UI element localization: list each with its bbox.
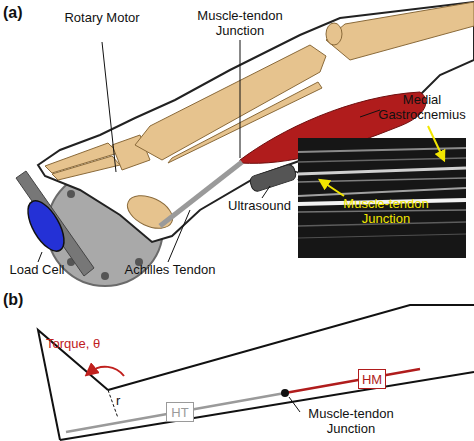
muscle-line bbox=[285, 369, 420, 393]
node-text: Muscle-tendon Junction bbox=[340, 196, 432, 226]
junction-dot bbox=[281, 389, 289, 397]
part-label: Load Cell bbox=[2, 262, 72, 277]
part-label: Medial Gastrocnemius bbox=[372, 92, 472, 122]
muscle-length-box: HM bbox=[358, 369, 386, 389]
part-label: Muscle-tendon Junction bbox=[296, 406, 406, 436]
load-cell bbox=[21, 195, 72, 256]
tendon-line bbox=[66, 393, 285, 432]
panel-label: (a) bbox=[3, 3, 37, 22]
pointer-arrow bbox=[428, 126, 444, 160]
panel-label: (b) bbox=[3, 290, 37, 309]
leg-outline bbox=[38, 2, 474, 242]
pointer-arrow bbox=[320, 180, 344, 196]
symbol-label: r bbox=[116, 393, 128, 408]
node-text: HM bbox=[359, 372, 385, 387]
schematic-outline bbox=[38, 305, 474, 440]
ultrasound-probe bbox=[249, 163, 298, 192]
torque-label: Torque, θ bbox=[46, 336, 126, 351]
node-text: HT bbox=[167, 405, 193, 420]
part-label: Muscle-tendon Junction bbox=[190, 8, 290, 38]
part-label: Rotary Motor bbox=[62, 10, 142, 25]
part-label: Ultrasound bbox=[222, 198, 297, 213]
torque-arrow bbox=[90, 367, 124, 376]
part-label: Achilles Tendon bbox=[115, 262, 225, 277]
ultrasound-image: Muscle-tendon Junction bbox=[298, 138, 466, 258]
tendon-length-box: HT bbox=[166, 402, 194, 422]
achilles-tendon bbox=[160, 162, 242, 226]
bones bbox=[45, 2, 474, 235]
leader-line bbox=[289, 397, 300, 412]
